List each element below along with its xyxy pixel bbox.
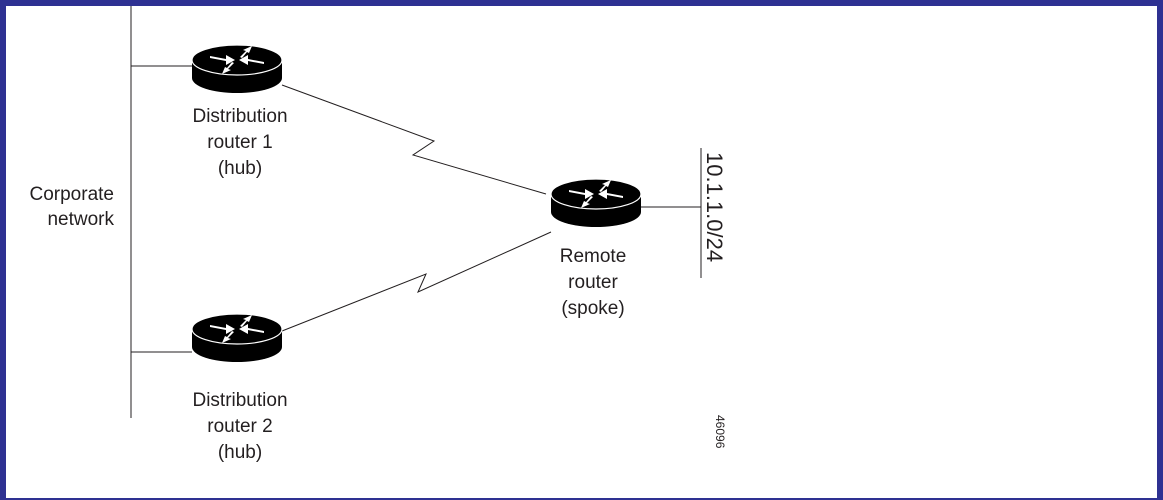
distribution-router-1-label-line3: (hub) <box>218 158 262 179</box>
network-diagram: Corporate network Distribution router 1 … <box>30 6 727 463</box>
distribution-router-2-label-line3: (hub) <box>218 442 262 463</box>
wan-link-router1-remote <box>281 84 547 195</box>
remote-router-label-line3: (spoke) <box>561 298 624 319</box>
remote-router-label-line2: router <box>568 272 618 293</box>
subnet-label: 10.1.1.0/24 <box>702 152 727 262</box>
corporate-network-label-line1: Corporate <box>30 184 115 205</box>
wan-link-router2-remote <box>281 231 552 332</box>
corporate-network-label-line2: network <box>47 209 114 230</box>
figure-id-label: 46096 <box>713 415 727 449</box>
distribution-router-1-icon <box>191 44 283 94</box>
distribution-router-1-label-line1: Distribution <box>192 106 287 127</box>
distribution-router-2-label-line2: router 2 <box>207 416 272 437</box>
distribution-router-2-label-line1: Distribution <box>192 390 287 411</box>
distribution-router-2-icon <box>191 313 283 363</box>
remote-router-icon <box>550 178 642 228</box>
remote-router-label-line1: Remote <box>560 246 627 267</box>
distribution-router-1-label-line2: router 1 <box>207 132 272 153</box>
